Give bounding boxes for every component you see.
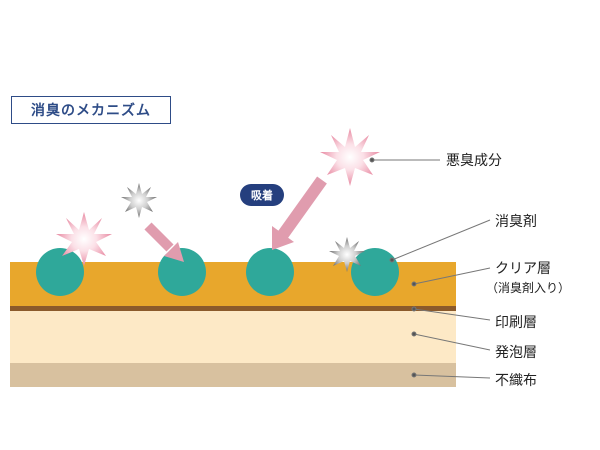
nonwoven-layer [10,363,456,387]
deodorant-particle-1 [36,248,84,296]
label-nonwoven: 不織布 [495,373,537,389]
deodorant-particle-2 [158,248,206,296]
odor-particle-gray-1 [121,183,157,218]
odor-particle-gray-2 [329,237,365,272]
label-foam-layer: 発泡層 [495,345,537,361]
odor-particle-pink-1 [56,212,112,266]
diagram-title: 消臭のメカニズム [11,96,171,124]
absorb-arrow-large [272,176,327,250]
foam-layer [10,311,456,363]
label-clear-layer: クリア層 [495,261,551,277]
label-deodorant: 消臭剤 [495,214,537,230]
label-print-layer: 印刷層 [495,315,537,331]
print-layer [10,306,456,311]
label-clear-layer-note: （消臭剤入り） [486,281,571,295]
label-odor: 悪臭成分 [446,153,502,169]
deodorant-particle-3 [246,248,294,296]
absorb-arrow-small [144,222,184,262]
odor-particle-pink-2 [320,128,380,186]
deodorant-particle-4 [351,248,399,296]
leader-lines [369,157,491,379]
absorb-badge: 吸着 [240,184,284,206]
